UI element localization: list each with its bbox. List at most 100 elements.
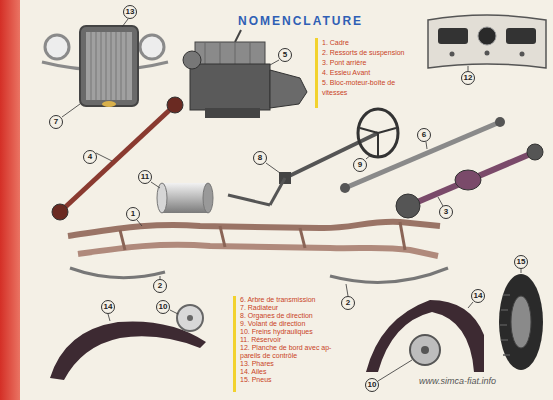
part-name: 1. Cadre (322, 38, 422, 48)
radiator-illustration (140, 35, 164, 59)
front-axle-illustration (52, 97, 183, 220)
dashboard-illustration (428, 15, 546, 68)
rear-axle-illustration (408, 152, 535, 206)
rear-axle-illustration (396, 144, 543, 218)
radiator-illustration (86, 32, 132, 100)
tire-illustration (499, 274, 543, 370)
callout-number: 7 (49, 115, 63, 129)
radiator-illustration (102, 101, 116, 107)
leader-line (62, 104, 80, 117)
part-name: 5. Bloc-moteur-boîte de vitesses (322, 78, 422, 98)
part-name: 12. Planche de bord avec ap- pareils de … (240, 344, 344, 360)
radiator-illustration (80, 26, 138, 106)
fender-illustration (366, 300, 484, 372)
part-name: 7. Radiateur (240, 304, 344, 312)
steering-illustration (228, 195, 270, 205)
callout-number: 12 (461, 71, 476, 85)
brake-drum-illustration (177, 305, 440, 365)
parts-list: 1. Cadre2. Ressorts de suspension3. Pont… (322, 38, 422, 98)
list-bar (315, 38, 318, 108)
callout-number: 10 (365, 378, 380, 392)
dashboard-illustration (506, 28, 536, 44)
front-axle-illustration (167, 97, 183, 113)
part-name: 15. Pneus (240, 376, 344, 384)
steering-illustration (285, 133, 378, 178)
part-name: 14. Ailes (240, 368, 344, 376)
dashboard-illustration (485, 51, 490, 56)
rear-axle-illustration (455, 170, 481, 190)
leader-line (346, 284, 348, 296)
spring-illustration (70, 268, 448, 282)
part-name: 11. Réservoir (240, 336, 344, 344)
radiator-illustration (91, 32, 126, 100)
spring-illustration (70, 268, 165, 278)
frame-illustration (68, 222, 440, 236)
fuel-tank-illustration (157, 183, 213, 213)
brake-drum-illustration (410, 335, 440, 365)
brake-drum-illustration (187, 315, 193, 321)
dashboard-illustration (428, 15, 546, 68)
parts-list: 6. Arbre de transmission7. Radiateur8. O… (240, 296, 344, 384)
tire-illustration (500, 295, 510, 355)
steering-illustration (358, 109, 398, 157)
leader-line (366, 154, 372, 159)
leader-line (378, 360, 412, 381)
engine-illustration (235, 30, 241, 42)
rear-axle-illustration (527, 144, 543, 160)
callout-number: 14 (101, 300, 116, 314)
dashboard-illustration (520, 52, 525, 57)
callout-number: 6 (417, 128, 431, 142)
part-name: 10. Freins hydrauliques (240, 328, 344, 336)
engine-illustration (205, 108, 260, 118)
leader-line (170, 310, 178, 314)
leader-line (468, 302, 473, 308)
transmission-shaft-illustration (495, 117, 505, 127)
engine-illustration (183, 30, 307, 118)
fender-illustration (50, 300, 484, 380)
tire-illustration (511, 296, 531, 348)
callout-number: 13 (123, 5, 138, 19)
tire-illustration (499, 274, 543, 370)
engine-illustration (205, 42, 250, 66)
front-axle-illustration (52, 204, 68, 220)
part-name: 8. Organes de direction (240, 312, 344, 320)
fuel-tank-illustration (157, 183, 167, 213)
part-name: 2. Ressorts de suspension (322, 48, 422, 58)
callout-number: 5 (278, 48, 292, 62)
front-axle-illustration (60, 105, 175, 212)
leader-line (62, 19, 521, 381)
steering-illustration (360, 128, 396, 157)
engine-illustration (190, 64, 270, 110)
frame-illustration (120, 222, 405, 250)
part-name: 9. Volant de direction (240, 320, 344, 328)
list-bar (233, 296, 236, 392)
part-name: 4. Essieu Avant (322, 68, 422, 78)
radiator-illustration (45, 35, 69, 59)
callout-number: 10 (156, 300, 171, 314)
callout-number: 1 (126, 207, 140, 221)
title: NOMENCLATURE (238, 14, 363, 28)
leader-line (270, 60, 279, 65)
dashboard-illustration (450, 52, 455, 57)
part-name: 3. Pont arrière (322, 58, 422, 68)
transmission-shaft-illustration (340, 183, 350, 193)
callout-number: 2 (153, 279, 167, 293)
fuel-tank-illustration (162, 183, 208, 213)
leader-line (122, 19, 128, 27)
callout-number: 15 (514, 255, 529, 269)
leader-line (426, 142, 427, 149)
fender-illustration (50, 321, 206, 380)
radiator-illustration (42, 26, 168, 107)
leader-line (108, 314, 110, 321)
steering-illustration (228, 109, 398, 205)
part-name: 13. Phares (240, 360, 344, 368)
callout-number: 4 (83, 150, 97, 164)
leader-line (521, 269, 522, 273)
spring-illustration (330, 268, 448, 282)
dashboard-illustration (438, 28, 468, 44)
engine-illustration (270, 70, 307, 108)
callout-number: 11 (138, 170, 152, 184)
brake-drum-illustration (177, 305, 203, 331)
rear-axle-illustration (396, 194, 420, 218)
